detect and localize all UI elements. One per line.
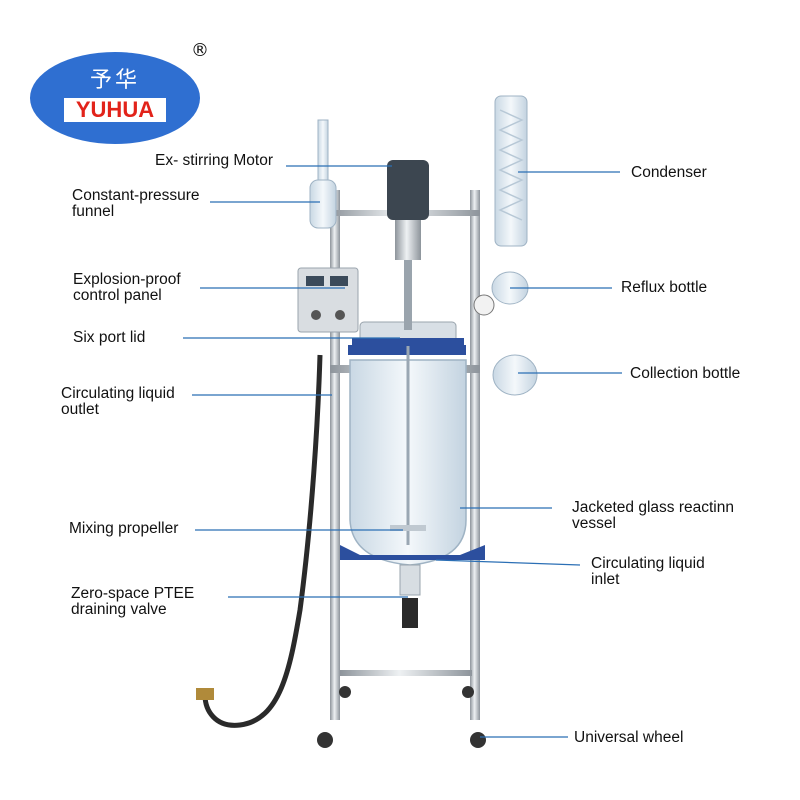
label-control-panel: Explosion-proof control panel — [73, 271, 181, 304]
label-condenser: Condenser — [631, 164, 707, 181]
label-liquid-outlet: Circulating liquid outlet — [61, 385, 175, 418]
hose-fitting — [196, 688, 214, 700]
label-collection-bottle: Collection bottle — [630, 365, 741, 382]
brand-logo: 予华 YUHUA — [30, 52, 200, 144]
label-universal-wheel: Universal wheel — [574, 729, 684, 746]
stirring-motor — [387, 160, 429, 330]
leader-liquid-inlet — [435, 559, 581, 566]
logo-brand-name: YUHUA — [64, 98, 166, 122]
pressure-gauge — [473, 294, 495, 316]
label-draining-valve: Zero-space PTEE draining valve — [71, 585, 195, 618]
label-mixing-propeller: Mixing propeller — [69, 520, 179, 537]
control-panel — [297, 267, 359, 333]
label-six-port-lid: Six port lid — [73, 329, 146, 346]
label-liquid-inlet: Circulating liquid inlet — [591, 555, 705, 588]
leader-lines — [183, 165, 622, 738]
lid-ring — [352, 338, 464, 346]
condenser-column — [494, 95, 528, 247]
label-funnel: Constant-pressure funnel — [72, 187, 200, 220]
collection-bottle — [492, 354, 538, 396]
circulation-hose — [202, 354, 323, 728]
label-reactor-vessel: Jacketed glass reactinn vessel — [572, 499, 734, 532]
label-stirring-motor: Ex- stirring Motor — [155, 152, 273, 169]
label-reflux-bottle: Reflux bottle — [621, 279, 708, 296]
logo-chinese-name: 予华 — [89, 68, 140, 93]
registered-trademark-mark: ® — [191, 40, 209, 61]
wheels — [317, 686, 486, 748]
draining-valve — [399, 564, 421, 628]
constant-pressure-funnel — [309, 119, 337, 229]
